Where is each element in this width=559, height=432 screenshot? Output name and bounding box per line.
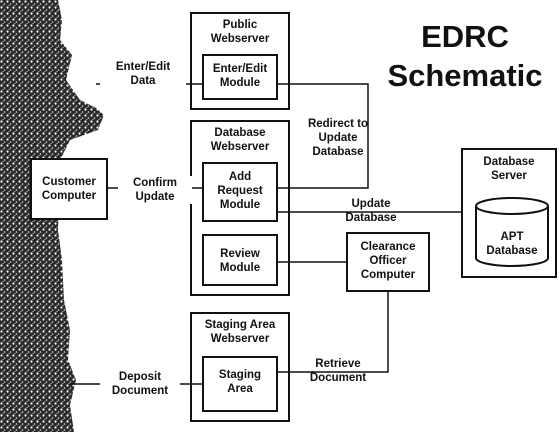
edge-label-redirect-to-update-database: Redirect to Update Database bbox=[307, 118, 369, 158]
add-request-module-box bbox=[202, 162, 278, 222]
edge-label-retrieve-document: Retrieve Document bbox=[309, 358, 367, 384]
edge-label-deposit-document: Deposit Document bbox=[100, 370, 180, 398]
review-module-box bbox=[202, 234, 278, 286]
customer-computer-label: Customer Computer bbox=[41, 176, 97, 202]
database-webserver-box bbox=[190, 120, 290, 296]
review-module-label: Review Module bbox=[219, 248, 261, 274]
staging-area-label: Staging Area bbox=[218, 369, 262, 395]
staging-area-webserver-label: Staging Area Webserver bbox=[204, 319, 276, 345]
public-webserver-label: Public Webserver bbox=[210, 19, 270, 45]
database-webserver-label: Database Webserver bbox=[210, 127, 270, 153]
apt-database-cylinder bbox=[475, 197, 549, 267]
clearance-officer-computer-label: Clearance Officer Computer bbox=[360, 241, 416, 281]
staging-area-box bbox=[202, 356, 278, 412]
enter-edit-module-label: Enter/Edit Module bbox=[212, 63, 268, 89]
enter-edit-module-box bbox=[202, 54, 278, 100]
database-server-box bbox=[461, 148, 557, 278]
customer-computer-box bbox=[30, 158, 108, 220]
clearance-officer-computer-box bbox=[346, 232, 430, 292]
public-webserver-box bbox=[190, 12, 290, 110]
database-server-label: Database Server bbox=[483, 156, 535, 182]
edge-retrieve-document bbox=[278, 292, 389, 373]
edge-redirect-to-update-database bbox=[277, 83, 369, 189]
apt-database-label: APT Database bbox=[486, 231, 538, 257]
add-request-module-label: Add Request Module bbox=[217, 171, 263, 211]
staging-area-webserver-box bbox=[190, 312, 290, 422]
diagram-title-line-2: Schematic bbox=[387, 58, 543, 93]
diagram-title-line-1: EDRC bbox=[421, 19, 509, 54]
edge-label-confirm-update: Confirm Update bbox=[118, 176, 192, 204]
edge-label-enter-edit-data: Enter/Edit Data bbox=[100, 60, 186, 88]
edge-label-update-database: Update Database bbox=[345, 198, 397, 224]
